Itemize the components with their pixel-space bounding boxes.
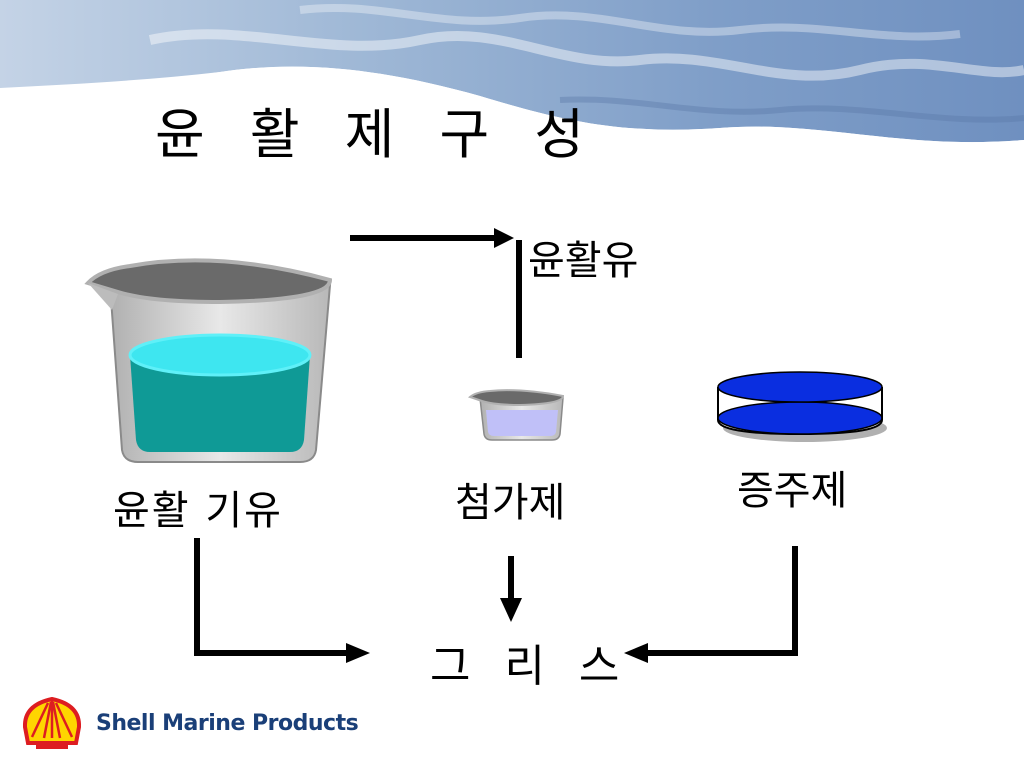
base-oil-beaker — [84, 258, 333, 463]
brand-name: Shell Marine Products — [96, 711, 359, 736]
thickener-dish — [717, 371, 887, 442]
arrow-base-oil-to-grease — [194, 538, 370, 663]
arrow-additive-to-grease — [500, 556, 522, 622]
arrow-thickener-to-grease — [624, 546, 798, 663]
thickener-label: 증주제 — [737, 468, 848, 514]
additive-beaker — [467, 389, 565, 441]
shell-logo — [22, 696, 82, 749]
grease-label: 그 리 스 — [430, 641, 630, 692]
arrow-to-lubricating-oil — [350, 228, 514, 248]
additive-label: 첨가제 — [455, 480, 566, 526]
lubricating-oil-label: 윤활유 — [528, 238, 639, 284]
header-banner — [0, 0, 1024, 155]
base-oil-label: 윤활 기유 — [113, 488, 283, 534]
slide-title: 윤 활 제 구 성 — [155, 103, 599, 166]
